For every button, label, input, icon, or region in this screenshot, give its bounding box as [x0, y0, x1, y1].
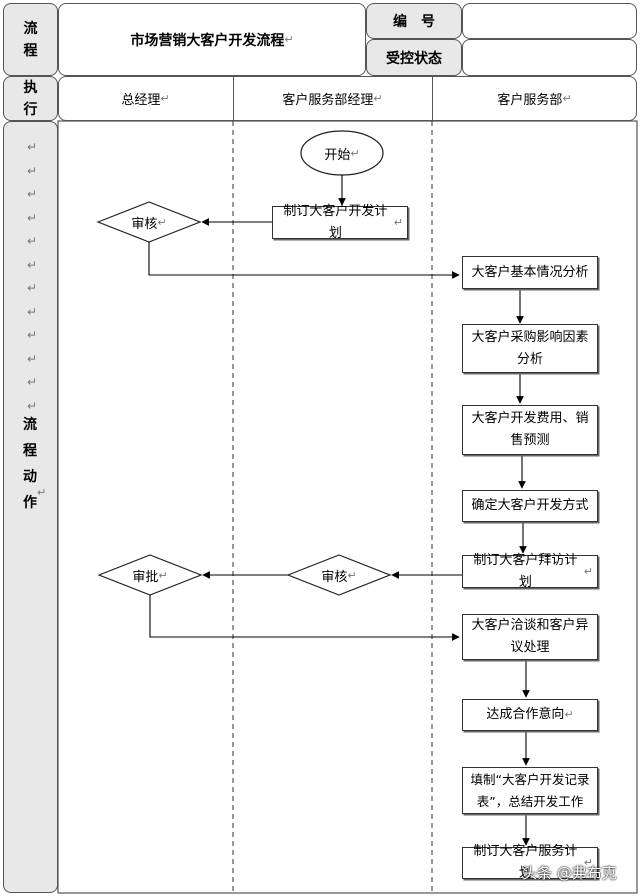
paragraph-mark: ↵ — [350, 146, 360, 160]
exec-label-cell: 执行 — [3, 76, 58, 121]
lane-header-general-manager: 总经理↵ — [58, 76, 233, 121]
approve-node: 审批↵ — [99, 555, 201, 595]
paragraph-mark: ↵ — [583, 564, 593, 578]
method-box-label: 确定大客户开发方式 — [471, 498, 589, 513]
start-node: 开始↵ — [301, 131, 383, 175]
lane-label-service-manager: 客户服务部经理 — [282, 93, 374, 108]
sidebar-marks: ↵↵↵↵↵↵↵↵↵↵↵↵ — [27, 140, 38, 413]
code-label-cell: 编 号 — [366, 3, 462, 39]
lane-header-divider-2 — [432, 76, 433, 121]
paragraph-mark: ↵ — [157, 215, 167, 229]
review1-node: 审核↵ — [98, 202, 200, 242]
analysis-box-label: 大客户基本情况分析 — [471, 264, 589, 280]
paragraph-mark: ↵ — [373, 92, 383, 105]
lane-header-service-manager: 客户服务部经理↵ — [233, 76, 432, 121]
title-cell: 市场营销大客户开发流程↵ — [58, 3, 366, 76]
paragraph-mark: ↵ — [583, 856, 593, 869]
approve-label: 审批 — [132, 569, 159, 585]
review2-node: 审核↵ — [288, 555, 390, 595]
agreement-box-label: 达成合作意向 — [486, 707, 565, 722]
analysis-box: 大客户基本情况分析 — [462, 256, 598, 289]
page-title: 市场营销大客户开发流程 — [130, 32, 285, 49]
record-box: 填制“大客户开发记录表”，总结开发工作 — [462, 767, 598, 814]
review1-diamond — [96, 201, 202, 243]
service-box-label: 制订大客户服务计划 — [473, 844, 578, 881]
negotiate-box-label: 大客户洽谈和客户异议处理 — [471, 618, 589, 655]
status-value-cell[interactable] — [462, 39, 637, 76]
factors-box-label: 大客户采购影响因素分析 — [471, 329, 589, 367]
negotiate-box: 大客户洽谈和客户异议处理 — [462, 614, 598, 660]
watermark-text: 头条 @弗布克 — [522, 864, 617, 882]
exec-label: 执行 — [23, 79, 38, 118]
paragraph-mark: ↵ — [562, 92, 572, 105]
start-node-label: 开始 — [324, 147, 351, 163]
method-box: 确定大客户开发方式 — [462, 490, 598, 522]
paragraph-mark: ↵ — [347, 568, 357, 582]
paragraph-mark: ↵ — [284, 33, 294, 46]
connector-review1-analysis — [148, 242, 460, 279]
paragraph-mark: ↵ — [564, 708, 574, 721]
forecast-box: 大客户开发费用、销售预测 — [462, 405, 598, 455]
paragraph-mark: ↵ — [160, 92, 170, 105]
status-label-cell: 受控状态 — [366, 39, 462, 76]
lane-header-service-dept: 客户服务部↵ — [432, 76, 637, 121]
paragraph-mark: ↵ — [393, 215, 403, 229]
approve-diamond — [97, 554, 203, 596]
visit-box-label: 制订大客户拜访计划 — [473, 552, 578, 590]
flow-action-sidebar — [3, 121, 58, 893]
paragraph-mark: ↵ — [158, 568, 168, 582]
paragraph-mark: ↵ — [37, 486, 47, 499]
flow-label-cell: 流程 — [3, 3, 58, 76]
lane-label-service-dept: 客户服务部 — [497, 93, 563, 108]
flow-label: 流程 — [23, 20, 38, 59]
factors-box: 大客户采购影响因素分析 — [462, 324, 598, 373]
record-box-label: 填制“大客户开发记录表”，总结开发工作 — [470, 771, 590, 809]
visit-box: 制订大客户拜访计划 ↵ — [462, 553, 598, 590]
review2-label: 审核 — [321, 569, 348, 585]
plan-box-label: 制订大客户开发计划 — [283, 203, 388, 241]
lane-header-divider-1 — [233, 76, 234, 121]
review1-label: 审核 — [131, 216, 158, 232]
service-box: 制订大客户服务计划 ↵ — [462, 844, 598, 881]
review2-diamond — [286, 554, 392, 596]
flow-action-label: 流程动作 — [23, 417, 37, 511]
diagram-frame — [57, 120, 638, 894]
plan-box: 制订大客户开发计划 ↵ — [272, 204, 408, 241]
lane-label-general-manager: 总经理 — [121, 93, 161, 108]
connector-approve-negotiate — [149, 595, 460, 641]
code-value-cell[interactable] — [462, 3, 637, 39]
code-label: 编 号 — [393, 14, 435, 30]
status-label: 受控状态 — [386, 50, 442, 67]
forecast-box-label: 大客户开发费用、销售预测 — [471, 411, 589, 448]
agreement-box: 达成合作意向↵ — [462, 699, 598, 731]
